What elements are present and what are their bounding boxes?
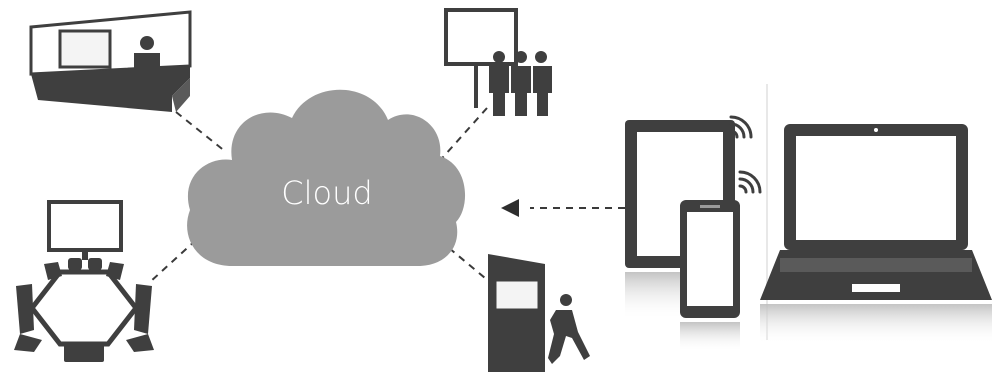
connector-meeting-room — [149, 239, 197, 283]
presentation-room-icon — [29, 10, 192, 112]
connector-digital-signage — [435, 107, 488, 166]
arrow-head-icon — [501, 199, 519, 217]
conference-room-icon — [14, 200, 154, 362]
wifi-icon — [729, 115, 762, 194]
devices-icon — [625, 84, 992, 352]
phone-icon — [680, 200, 740, 352]
connector-door-signage — [448, 247, 486, 279]
connector-lines — [149, 107, 625, 283]
room-entrance-icon — [488, 254, 590, 372]
cloud-label: Cloud — [281, 174, 372, 212]
connector-presentation-room — [175, 111, 227, 153]
cloud-shape: Cloud — [187, 89, 466, 266]
digital-signage-icon — [444, 8, 552, 116]
laptop-icon — [760, 124, 992, 344]
cloud-icon — [187, 89, 466, 266]
